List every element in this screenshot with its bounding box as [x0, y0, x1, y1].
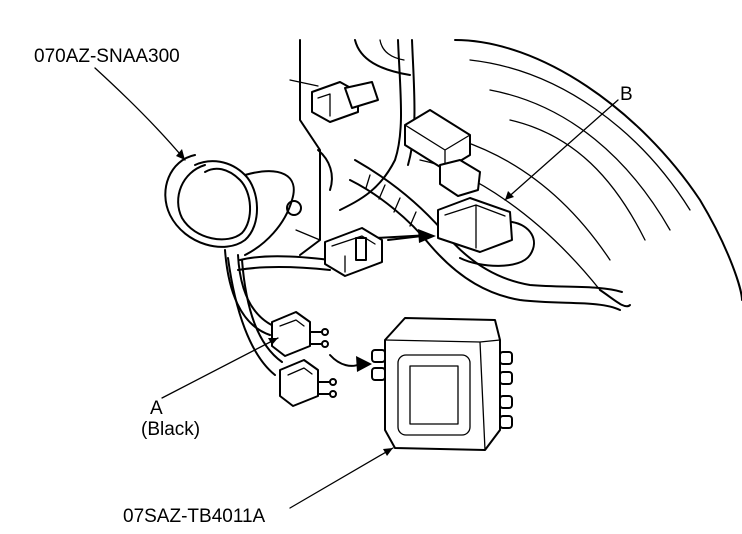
vehicle-harness: [311, 39, 623, 311]
banana-plug-a: [271, 311, 329, 357]
callout-label-a: A: [150, 398, 163, 419]
banana-plug-second: [279, 359, 337, 407]
connection-arrows: [329, 229, 436, 372]
part-number-label-test-box: 07SAZ-TB4011A: [123, 506, 266, 527]
callout-label-b: B: [620, 84, 633, 105]
test-harness: [164, 154, 383, 376]
part-number-label-harness: 070AZ-SNAA300: [34, 46, 180, 67]
callout-label-a-color: (Black): [141, 419, 201, 440]
test-box: [371, 317, 513, 451]
leader-lines: [94, 67, 619, 509]
